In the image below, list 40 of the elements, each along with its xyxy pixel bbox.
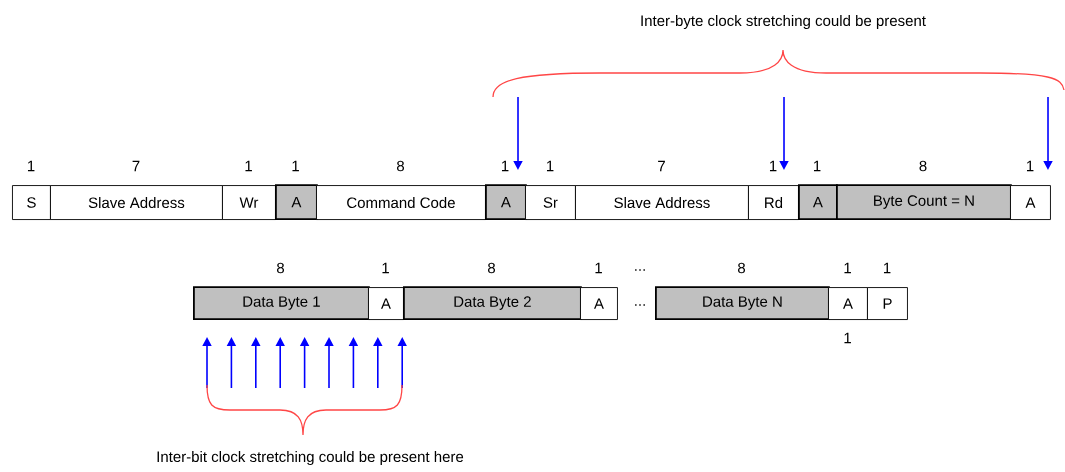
field-box: A (1010, 185, 1051, 220)
bit-count: 1 (547, 160, 554, 172)
bit-count: 8 (919, 160, 927, 172)
field-box: A (828, 287, 868, 320)
ellipsis: ... (635, 304, 645, 306)
bit-count: 1 (595, 262, 602, 274)
field-box: Data Byte N (655, 286, 830, 320)
field-box: A (275, 184, 318, 220)
annotation: Inter-byte clock stretching could be present (641, 15, 926, 29)
bit-count: 1 (814, 160, 821, 172)
field-box: Rd (748, 185, 799, 220)
field-box: Data Byte 1 (193, 286, 370, 320)
field-box: A (485, 184, 527, 220)
bit-count: 8 (277, 262, 284, 274)
bit-count: 1 (844, 262, 851, 274)
field-box: Command Code (316, 185, 486, 220)
field-box: A (368, 287, 404, 320)
bit-count: 7 (658, 160, 665, 172)
field-box: Sr (525, 185, 576, 220)
field-box: S (12, 185, 51, 220)
field-box: A (580, 287, 618, 320)
bit-count: 8 (397, 160, 404, 172)
bit-count: 1 (770, 160, 777, 172)
bit-count: 1 (382, 262, 389, 274)
bit-count: 1 (28, 160, 35, 172)
bit-count: 1 (1027, 160, 1034, 172)
bit-count: 1 (884, 262, 891, 274)
ellipsis: ... (635, 269, 645, 271)
annotation: Inter-bit clock stretching could be present here (157, 451, 464, 465)
bit-count: 8 (488, 262, 495, 274)
bit-count: 1 (502, 160, 509, 172)
bit-count: 8 (738, 262, 745, 274)
field-box: Wr (222, 185, 276, 220)
bit-count: 7 (132, 160, 140, 172)
bit-count: 1 (245, 160, 252, 172)
bit-count: 1 (292, 160, 299, 172)
field-box: P (867, 287, 908, 320)
field-box: Data Byte 2 (403, 286, 582, 320)
field-box: A (798, 184, 838, 220)
bit-count: 1 (844, 332, 851, 344)
